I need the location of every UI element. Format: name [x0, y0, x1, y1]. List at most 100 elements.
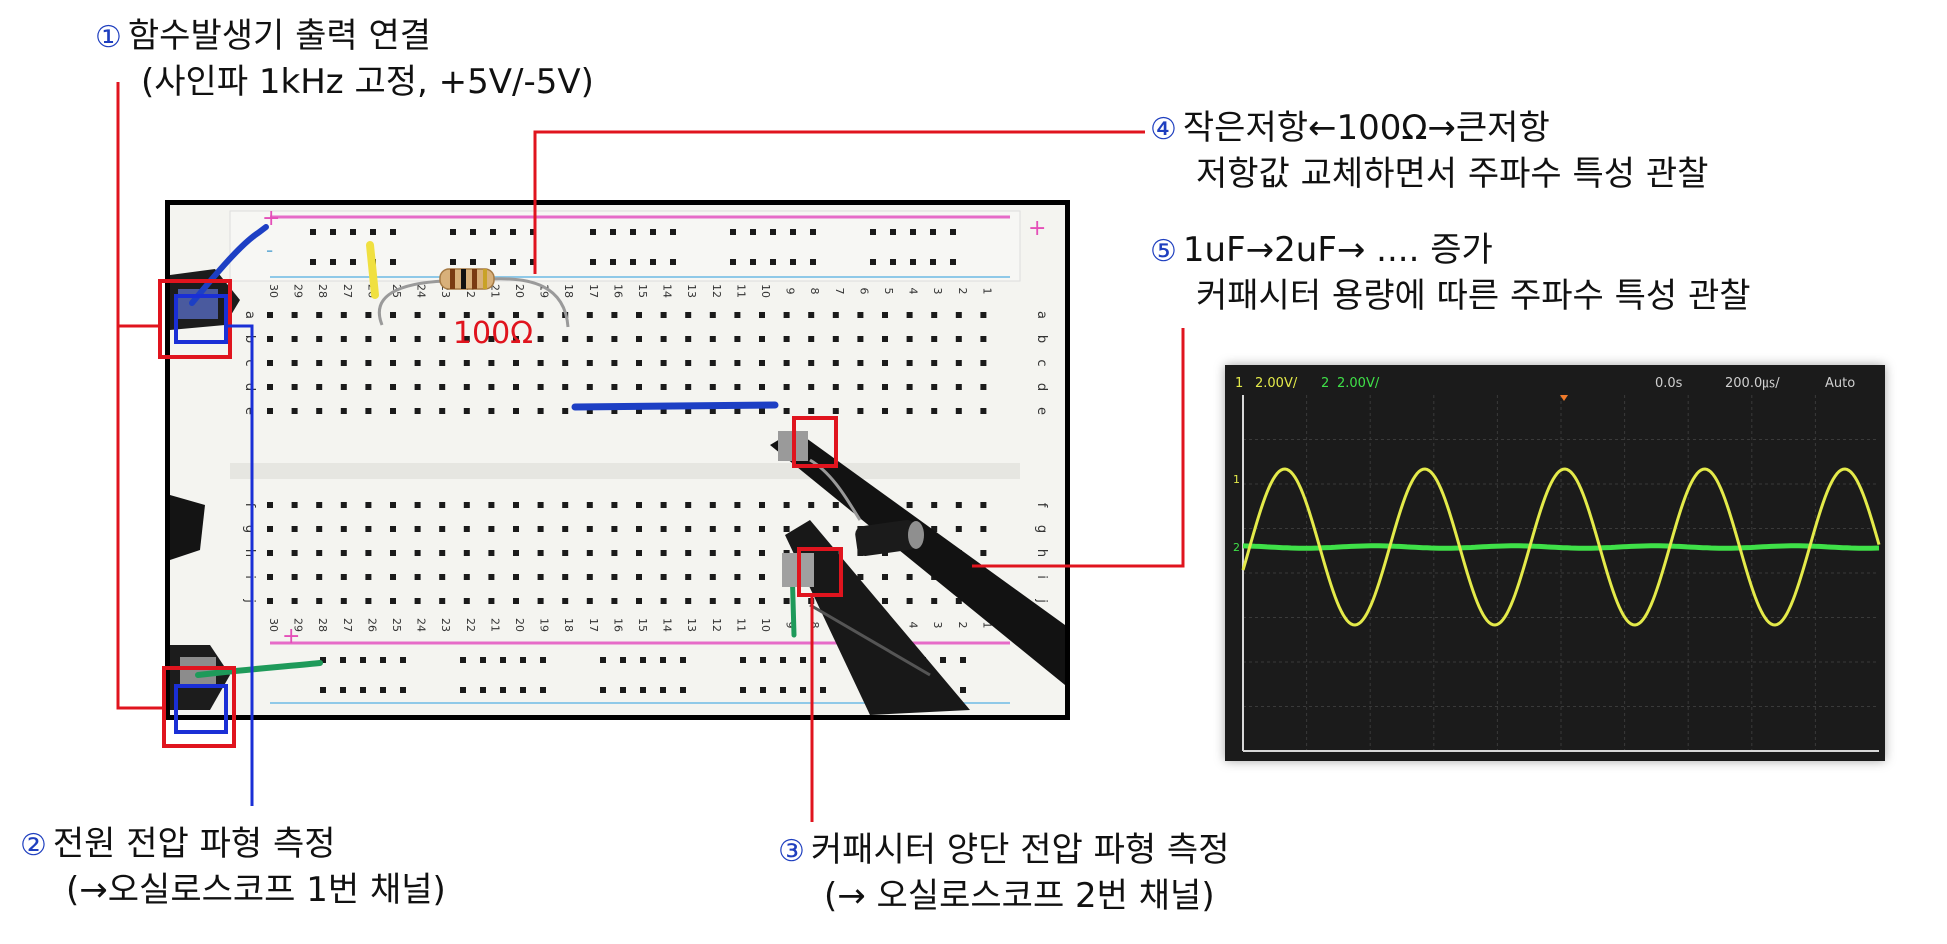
- terminal-hole: [660, 360, 667, 366]
- row-letter: f: [1034, 503, 1049, 508]
- annotation-1-title: 함수발생기 출력 연결: [127, 16, 432, 56]
- column-number: 5: [882, 288, 895, 295]
- terminal-hole: [611, 574, 618, 580]
- terminal-hole: [513, 360, 519, 366]
- column-number: 4: [907, 622, 920, 629]
- trigger-position-marker: [1560, 395, 1568, 401]
- rail-hole: [370, 229, 376, 235]
- terminal-hole: [414, 550, 421, 556]
- terminal-hole: [586, 384, 593, 390]
- time-offset: 0.0s: [1655, 376, 1683, 391]
- terminal-hole: [931, 408, 938, 414]
- generator-clip-bottom: [170, 495, 205, 560]
- probe-clip-lower-highlight: [809, 603, 931, 677]
- column-number: 21: [488, 618, 501, 632]
- terminal-hole: [562, 384, 569, 390]
- rail-hole: [460, 657, 466, 663]
- column-number: 14: [661, 618, 674, 632]
- terminal-hole: [660, 550, 667, 556]
- terminal-hole: [267, 550, 273, 556]
- terminal-hole: [882, 598, 888, 604]
- terminal-hole: [808, 360, 815, 366]
- terminal-hole: [882, 336, 888, 342]
- rail-hole: [820, 657, 826, 663]
- terminal-hole: [685, 598, 692, 604]
- rail-hole: [460, 687, 466, 693]
- terminal-hole: [685, 574, 692, 580]
- terminal-hole: [291, 526, 298, 532]
- rail-hole: [590, 229, 596, 235]
- terminal-hole: [980, 526, 987, 532]
- terminal-hole: [636, 574, 642, 580]
- terminal-hole: [463, 384, 470, 390]
- rail-hole: [940, 657, 946, 663]
- rail-hole: [670, 259, 676, 265]
- annotation-2-detail: (→오실로스코프 1번 채널): [66, 870, 446, 910]
- resistor-band-2: [461, 269, 466, 289]
- terminal-hole: [562, 574, 569, 580]
- column-number: 11: [734, 284, 747, 298]
- terminal-hole: [340, 336, 347, 342]
- terminal-hole: [414, 336, 421, 342]
- terminal-hole: [636, 312, 642, 318]
- annotation-2-title: 전원 전압 파형 측정: [52, 824, 336, 864]
- rail-hole: [800, 687, 806, 693]
- terminal-hole: [931, 384, 938, 390]
- oscilloscope-display: 1 2.00V/ 2 2.00V/ 0.0s 200.0㎲/ Auto 1 2: [1225, 365, 1885, 761]
- terminal-hole: [439, 526, 446, 532]
- terminal-hole: [808, 502, 815, 508]
- resistor-left-lead: [377, 279, 446, 326]
- row-letter: f: [242, 503, 257, 508]
- rail-hole: [670, 229, 676, 235]
- terminal-hole: [709, 526, 716, 532]
- terminal-hole: [488, 598, 495, 604]
- rail-hole: [530, 229, 536, 235]
- rail-hole: [650, 259, 656, 265]
- yellow-wire: [366, 241, 379, 299]
- terminal-hole: [783, 312, 790, 318]
- annotation-3-title: 커패시터 양단 전압 파형 측정: [810, 830, 1230, 870]
- column-number: 8: [808, 288, 821, 295]
- terminal-hole: [463, 550, 470, 556]
- terminal-hole: [586, 360, 593, 366]
- terminal-hole: [685, 336, 692, 342]
- terminal-hole: [390, 336, 396, 342]
- row-letter: h: [1034, 549, 1049, 557]
- column-number: 2: [956, 288, 969, 295]
- column-number: 8: [808, 622, 821, 629]
- terminal-hole: [390, 360, 396, 366]
- rail-hole: [930, 229, 936, 235]
- terminal-hole: [980, 336, 987, 342]
- rail-hole: [660, 687, 666, 693]
- terminal-hole: [832, 312, 839, 318]
- terminal-hole: [513, 312, 519, 318]
- terminal-hole: [463, 408, 470, 414]
- row-letter: i: [1034, 575, 1049, 579]
- terminal-hole: [734, 574, 741, 580]
- terminal-hole: [660, 336, 667, 342]
- ch1-level-marker: 1: [1233, 473, 1240, 486]
- terminal-hole: [414, 526, 421, 532]
- terminal-hole: [660, 384, 667, 390]
- terminal-hole: [340, 408, 347, 414]
- rail-hole: [510, 259, 516, 265]
- terminal-hole: [390, 574, 396, 580]
- terminal-hole: [734, 408, 741, 414]
- terminal-hole: [882, 312, 888, 318]
- row-letter: d: [242, 383, 257, 391]
- terminal-hole: [267, 360, 273, 366]
- terminal-hole: [316, 312, 323, 318]
- terminal-hole: [562, 502, 569, 508]
- terminal-hole: [832, 502, 839, 508]
- rail-hole: [450, 229, 456, 235]
- terminal-hole: [340, 574, 347, 580]
- rail-hole: [740, 657, 746, 663]
- terminal-hole: [414, 502, 421, 508]
- terminal-hole: [980, 550, 987, 556]
- terminal-hole: [365, 598, 372, 604]
- terminal-hole: [636, 550, 642, 556]
- rail-hole: [790, 229, 796, 235]
- terminal-hole: [709, 336, 716, 342]
- annotation-5-detail: 커패시터 용량에 따른 주파수 특성 관찰: [1196, 276, 1751, 316]
- resistor-band-3: [472, 269, 477, 289]
